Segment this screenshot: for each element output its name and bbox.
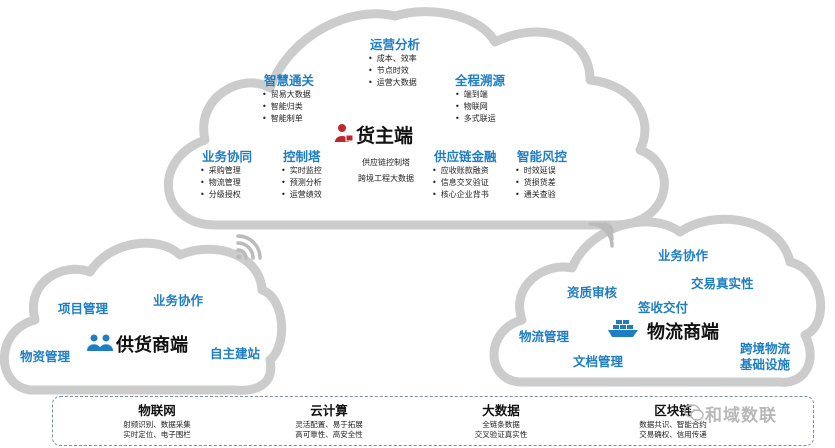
group-items-smart: 贸易大数据 智能归类 智能制单 [262,89,311,125]
group-items-control: 实时监控 预测分析 运营绩效 [281,165,322,201]
tech-line: 数据共识、智能合约 [639,420,707,429]
tech-column-bigdata: 大数据 全链条数据 交叉验证真实性 [426,400,576,440]
right-label-infra-line1: 跨境物流 [740,341,791,356]
group-title-risk: 智能风控 [517,149,568,164]
list-item: 采购管理 [200,165,241,177]
tech-column-blockchain: 区块链 数据共识、智能合约 交易确权、信用传递 [598,400,748,440]
tech-line: 全链条数据 [482,420,520,429]
left-cloud-shape [0,238,287,395]
list-item: 应收账款融资 [432,165,489,177]
watermark-text: 和域数联 [705,406,777,426]
group-items-collab: 采购管理 物流管理 分级授权 [200,165,241,201]
tech-column-iot: 物联网 射频识别、数据采集 实时定位、电子围栏 [82,400,232,440]
group-items-ops: 成本、效率 节点时效 运营大数据 [368,53,417,89]
left-label-build: 自主建站 [210,346,261,361]
wechat-logo-icon [683,404,704,426]
group-items-risk: 时效延误 货损货差 通关查验 [515,165,556,201]
list-item: 智能归类 [262,101,311,113]
group-title-ops: 运营分析 [370,37,421,52]
technology-bar [52,396,814,446]
list-item: 智能制单 [262,113,311,125]
group-items-finance: 应收账款融资 信息交叉验证 核心企业背书 [432,165,489,201]
group-title-trace: 全程溯源 [455,73,506,88]
tech-title: 物联网 [138,403,176,418]
right-label-qualify: 资质审核 [567,285,618,300]
left-label-project: 项目管理 [58,301,109,316]
shipper-icon [334,123,354,147]
list-item: 分级授权 [200,189,241,201]
list-item: 多式联运 [455,113,496,125]
right-cloud-title: 物流商端 [647,322,719,343]
tech-line: 射频识别、数据采集 [123,420,191,429]
supplier-group-icon [87,333,113,357]
top-cloud-center-line-1: 供应链控制塔 [362,158,410,167]
right-cloud-shape [489,214,825,387]
group-title-finance: 供应链金融 [434,149,497,164]
group-title-smart: 智慧通关 [264,73,315,88]
cargo-ship-icon [608,318,638,342]
right-label-sign: 签收交付 [638,300,689,315]
list-item: 运营大数据 [368,77,417,89]
list-item: 端到端 [455,89,496,101]
top-cloud-title: 货主端 [356,125,414,147]
tech-line: 交叉验证真实性 [474,430,528,439]
list-item: 实时监控 [281,165,322,177]
list-item: 物流管理 [200,177,241,189]
tech-line: 实时定位、电子围栏 [123,430,191,439]
top-cloud-center-line-2: 跨境工程大数据 [358,174,414,183]
list-item: 贸易大数据 [262,89,311,101]
left-cloud-title: 供货商端 [116,335,188,356]
tech-column-cloud: 云计算 灵活配置、易于拓展 高可靠性、高安全性 [254,400,404,440]
left-label-collab: 业务协作 [153,293,204,308]
group-title-control: 控制塔 [283,149,321,164]
list-item: 运营绩效 [281,189,322,201]
list-item: 货损货差 [515,177,556,189]
list-item: 节点时效 [368,65,417,77]
left-label-material: 物资管理 [20,349,71,364]
tech-title: 云计算 [310,403,348,418]
tech-line: 交易确权、信用传递 [639,430,707,439]
list-item: 成本、效率 [368,53,417,65]
right-label-docs: 文档管理 [573,354,624,369]
list-item: 物联网 [455,101,496,113]
list-item: 信息交叉验证 [432,177,489,189]
tech-line: 灵活配置、易于拓展 [295,420,363,429]
list-item: 核心企业背书 [432,189,489,201]
group-items-trace: 端到端 物联网 多式联运 [455,89,496,125]
right-label-trade: 交易真实性 [691,276,754,291]
group-title-collab: 业务协同 [202,149,253,164]
right-label-collab: 业务协作 [658,248,709,263]
tech-line: 高可靠性、高安全性 [295,430,363,439]
list-item: 预测分析 [281,177,322,189]
list-item: 时效延误 [515,165,556,177]
right-label-infra-line2: 基础设施 [740,357,791,372]
tech-title: 区块链 [654,403,692,418]
right-label-logistics: 物流管理 [519,329,570,344]
tech-title: 大数据 [482,403,520,418]
list-item: 通关查验 [515,189,556,201]
wifi-signal-left [236,234,262,260]
